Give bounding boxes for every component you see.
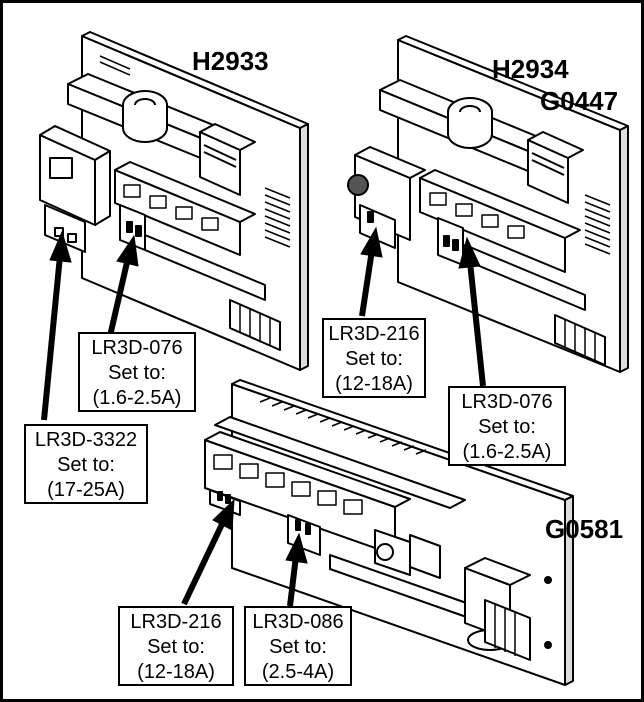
callout-g0581-left: LR3D-216 Set to: (12-18A) (118, 606, 234, 686)
arrow-h2933-large (41, 255, 63, 421)
callout-model: LR3D-3322 (34, 429, 138, 451)
arrows (41, 226, 486, 607)
arrow-g0581-right (287, 555, 299, 607)
model-label-g0447: G0447 (540, 86, 619, 116)
callout-set-label: Set to: (269, 636, 327, 658)
model-label-h2934: H2934 (492, 54, 569, 84)
callout-model: LR3D-076 (91, 337, 183, 359)
callout-range: (17-25A) (47, 479, 125, 501)
callout-set-label: Set to: (478, 416, 536, 438)
arrow-h2934-left (359, 249, 375, 317)
arrow-h2933-small (107, 257, 131, 337)
callout-g0581-right: LR3D-086 Set to: (2.5-4A) (244, 606, 352, 686)
callout-set-label: Set to: (147, 636, 205, 658)
callout-model: LR3D-216 (328, 323, 420, 345)
arrowhead-h2933-large (49, 230, 72, 263)
callout-range: (2.5-4A) (261, 661, 335, 683)
model-label-h2933: H2933 (192, 46, 269, 76)
callout-range: (1.6-2.5A) (462, 441, 552, 463)
panel-h2933 (39, 31, 309, 371)
callout-range: (12-18A) (137, 661, 215, 683)
model-label-g0581: G0581 (545, 514, 624, 544)
arrow-h2934-right (467, 261, 486, 387)
callout-set-label: Set to: (57, 454, 115, 476)
arrowhead-g0581-right (285, 532, 308, 564)
arrow-g0581-left (181, 518, 227, 606)
panel-h2934 (347, 35, 629, 373)
arrowhead-h2934-right (458, 236, 481, 269)
callout-range: (12-18A) (335, 373, 413, 395)
arrowhead-g0581-left (212, 498, 235, 531)
arrowhead-h2934-left (360, 226, 383, 258)
callout-range: (1.6-2.5A) (92, 387, 182, 409)
arrowhead-h2933-small (116, 234, 139, 267)
callout-set-label: Set to: (345, 348, 403, 370)
callout-model: LR3D-086 (252, 611, 344, 633)
callout-h2934-left: LR3D-216 Set to: (12-18A) (322, 318, 426, 398)
callout-h2933-large: LR3D-3322 Set to: (17-25A) (24, 424, 148, 504)
callout-model: LR3D-076 (461, 391, 553, 413)
callout-h2934-right: LR3D-076 Set to: (1.6-2.5A) (448, 386, 566, 466)
callout-set-label: Set to: (108, 362, 166, 384)
callout-h2933-small: LR3D-076 Set to: (1.6-2.5A) (78, 332, 196, 412)
callout-model: LR3D-216 (130, 611, 222, 633)
